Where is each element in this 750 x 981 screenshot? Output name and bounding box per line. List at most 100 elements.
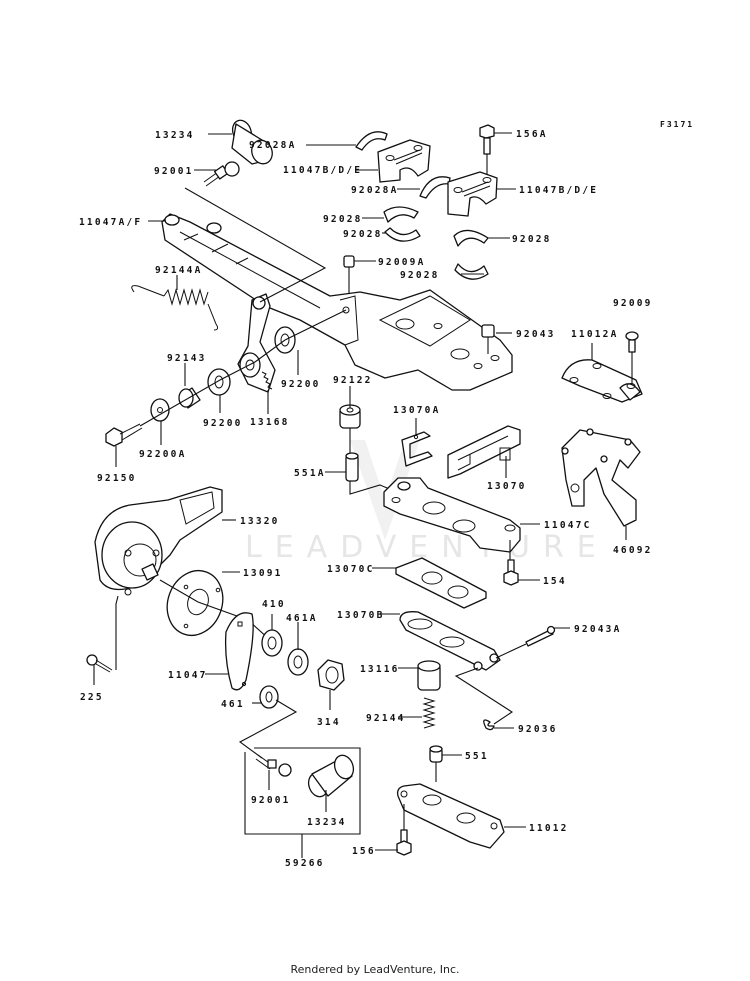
callout-92028a-left[interactable]: 92028A — [249, 140, 297, 151]
callout-13070a[interactable]: 13070A — [393, 405, 441, 416]
callout-13070[interactable]: 13070 — [487, 481, 527, 492]
callout-13070c[interactable]: 13070C — [327, 564, 375, 575]
lower-bracket[interactable] — [383, 477, 521, 560]
housing-arm[interactable] — [94, 486, 223, 596]
callout-59266[interactable]: 59266 — [285, 858, 325, 869]
spring-92144[interactable] — [422, 697, 436, 729]
guide-plate[interactable] — [447, 425, 521, 479]
bushing-half-1[interactable] — [383, 206, 419, 223]
washer-lower[interactable] — [207, 368, 231, 396]
bolt-92150[interactable] — [105, 423, 143, 447]
callout-13320[interactable]: 13320 — [240, 516, 280, 527]
callout-156a[interactable]: 156A — [516, 129, 548, 140]
washer-461[interactable] — [259, 685, 279, 709]
bolt-156[interactable] — [396, 804, 412, 856]
washer-a[interactable] — [150, 398, 170, 422]
callout-92028-3[interactable]: 92028 — [512, 234, 552, 245]
washer-461a[interactable] — [287, 648, 309, 676]
ball-stud-upper[interactable] — [203, 161, 240, 187]
callout-92122[interactable]: 92122 — [333, 375, 373, 386]
callout-92144a[interactable]: 92144A — [155, 265, 203, 276]
callout-551a[interactable]: 551A — [294, 468, 326, 479]
callout-92028-1[interactable]: 92028 — [323, 214, 363, 225]
callout-92028a-right[interactable]: 92028A — [351, 185, 399, 196]
bushing-half-a-right[interactable] — [419, 176, 451, 199]
plunger[interactable] — [417, 660, 441, 691]
callout-92143[interactable]: 92143 — [167, 353, 207, 364]
kit-59266[interactable] — [244, 747, 361, 858]
callout-92043[interactable]: 92043 — [516, 329, 556, 340]
callout-551[interactable]: 551 — [465, 751, 489, 762]
callout-13091[interactable]: 13091 — [243, 568, 283, 579]
collar-92043[interactable] — [481, 324, 495, 354]
bracket-cap-right[interactable] — [447, 171, 498, 217]
callout-13234-upper[interactable]: 13234 — [155, 130, 195, 141]
circlip[interactable] — [483, 719, 495, 731]
callout-92200-upper[interactable]: 92200 — [281, 379, 321, 390]
tension-spring[interactable] — [131, 285, 219, 331]
callout-92028-2[interactable]: 92028 — [343, 229, 383, 240]
base-plate[interactable] — [396, 783, 505, 849]
callout-410[interactable]: 410 — [262, 599, 286, 610]
callout-11047af[interactable]: 11047A/F — [79, 217, 142, 228]
callout-11012a[interactable]: 11012A — [571, 329, 619, 340]
callout-92043a[interactable]: 92043A — [574, 624, 622, 635]
callout-461a[interactable]: 461A — [286, 613, 318, 624]
callout-13234-kit[interactable]: 13234 — [307, 817, 347, 828]
pin-551[interactable] — [429, 745, 443, 782]
lever-plate[interactable] — [224, 612, 254, 691]
callout-154[interactable]: 154 — [543, 576, 567, 587]
callout-156[interactable]: 156 — [352, 846, 376, 857]
handle-holder[interactable] — [561, 428, 641, 527]
assembly-line-461 — [238, 699, 298, 759]
callout-461[interactable]: 461 — [221, 699, 245, 710]
flange-plate[interactable] — [158, 563, 231, 643]
callout-46092[interactable]: 46092 — [613, 545, 653, 556]
callout-13116[interactable]: 13116 — [360, 664, 400, 675]
screw-225[interactable] — [86, 595, 119, 673]
bushing-half-3[interactable] — [453, 229, 489, 247]
collar-small[interactable] — [343, 255, 355, 296]
callout-11047[interactable]: 11047 — [168, 670, 208, 681]
bracket-cap-left[interactable] — [377, 139, 431, 183]
callout-11047c[interactable]: 11047C — [544, 520, 592, 531]
pin-92043a[interactable] — [495, 625, 556, 659]
nut-314[interactable] — [317, 659, 345, 691]
clamp-cover[interactable] — [561, 359, 643, 403]
pivot-sleeve-upper[interactable] — [229, 118, 275, 167]
callout-92036[interactable]: 92036 — [518, 724, 558, 735]
bolt-top[interactable] — [479, 124, 495, 174]
callout-92200a[interactable]: 92200A — [139, 449, 187, 460]
main-arm-bracket[interactable] — [161, 213, 513, 391]
callout-11047bde-left[interactable]: 11047B/D/E — [283, 165, 362, 176]
callout-225[interactable]: 225 — [80, 692, 104, 703]
ball-stud-kit[interactable] — [255, 754, 292, 777]
pin-551a[interactable] — [345, 452, 359, 482]
callout-92028-4[interactable]: 92028 — [400, 270, 440, 281]
gear-sector-lever[interactable] — [237, 293, 276, 393]
callout-92001-upper[interactable]: 92001 — [154, 166, 194, 177]
spacer[interactable] — [178, 387, 201, 409]
guide-13070b[interactable] — [399, 611, 501, 671]
callout-92009[interactable]: 92009 — [613, 298, 653, 309]
callout-11012[interactable]: 11012 — [529, 823, 569, 834]
callout-11047bde-right[interactable]: 11047B/D/E — [519, 185, 598, 196]
callout-314[interactable]: 314 — [317, 717, 341, 728]
washer-410[interactable] — [261, 629, 283, 657]
bushing-half-a-left[interactable] — [355, 131, 388, 151]
plate-clip[interactable] — [401, 431, 433, 467]
bushing-half-4[interactable] — [454, 263, 489, 280]
callout-92200-lower[interactable]: 92200 — [203, 418, 243, 429]
callout-92001-kit[interactable]: 92001 — [251, 795, 291, 806]
sleeve-kit[interactable] — [305, 753, 356, 800]
callout-92150[interactable]: 92150 — [97, 473, 137, 484]
bushing-half-2[interactable] — [384, 227, 421, 242]
bolt-154[interactable] — [503, 559, 519, 586]
callout-92009a[interactable]: 92009A — [378, 257, 426, 268]
callout-13168[interactable]: 13168 — [250, 417, 290, 428]
callout-13070b[interactable]: 13070B — [337, 610, 385, 621]
callout-92144[interactable]: 92144 — [366, 713, 406, 724]
screw-right[interactable] — [625, 331, 639, 384]
footer-credit: Rendered by LeadVenture, Inc. — [290, 963, 460, 976]
plate-13070c[interactable] — [395, 557, 487, 609]
